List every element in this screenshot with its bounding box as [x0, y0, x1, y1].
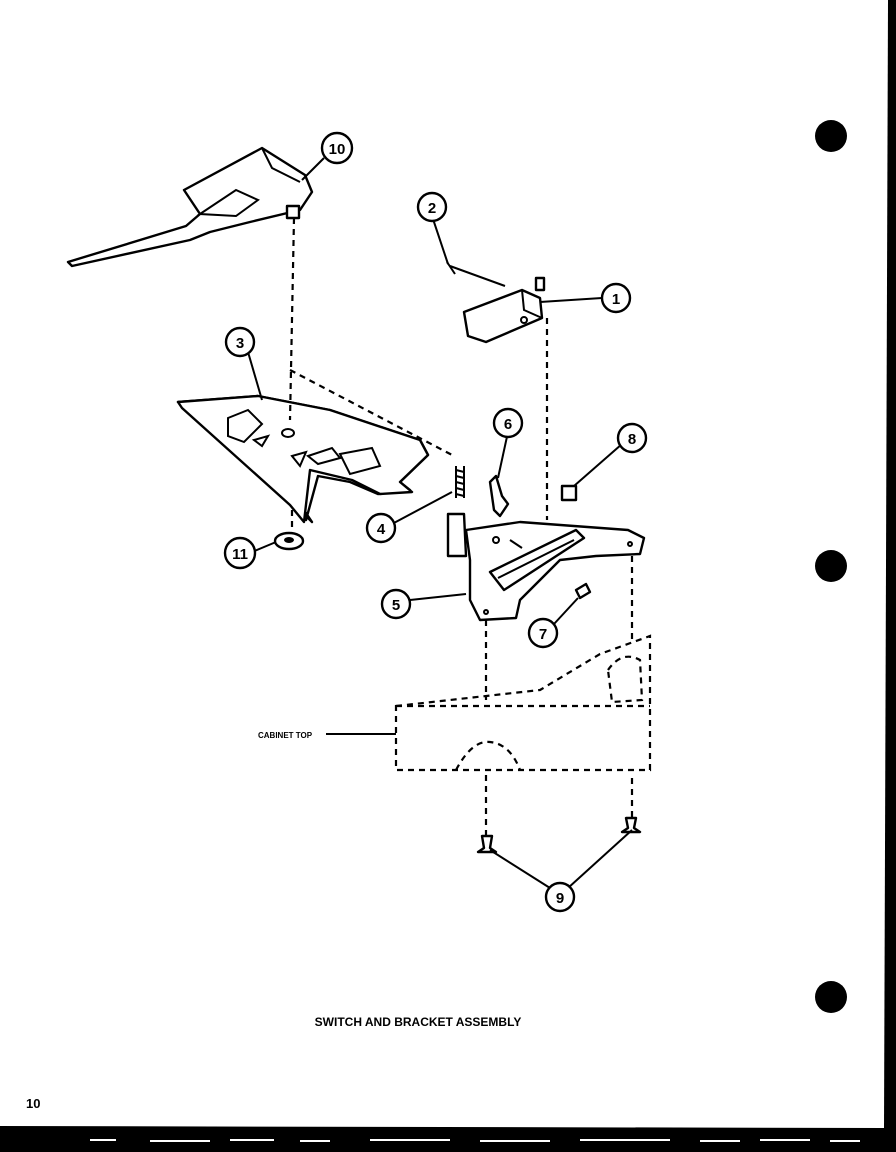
binder-hole-middle: [815, 550, 847, 582]
alignment-lines: [288, 217, 634, 836]
part-2-screw: [446, 261, 506, 287]
paper-background: [0, 0, 888, 1128]
svg-text:11: 11: [232, 546, 248, 563]
part-1-switch: [462, 276, 546, 344]
scan-edge-noise: [90, 1139, 860, 1142]
part-3-plate: [176, 394, 430, 524]
callout-2: 2: [416, 191, 448, 223]
page-number: 10: [26, 1096, 40, 1111]
svg-text:10: 10: [329, 141, 346, 158]
binder-hole-top: [815, 120, 847, 152]
part-4-spring: [455, 466, 465, 498]
diagram-title: SWITCH AND BRACKET ASSEMBLY: [315, 1015, 522, 1029]
callout-4: 4: [365, 512, 397, 544]
callout-1: 1: [600, 282, 632, 314]
svg-text:6: 6: [504, 416, 512, 433]
svg-text:4: 4: [377, 521, 386, 538]
binder-hole-bottom: [815, 981, 847, 1013]
part-10-actuator-arm: [66, 146, 314, 268]
callout-11: 11: [223, 536, 257, 570]
part-11-grommet: [273, 531, 305, 551]
cabinet-top-label: CABINET TOP: [258, 731, 313, 740]
part-5-bracket: [446, 512, 646, 622]
callout-3: 3: [224, 326, 256, 358]
svg-text:5: 5: [392, 597, 400, 614]
svg-text:9: 9: [556, 890, 564, 907]
callout-6: 6: [492, 407, 524, 439]
part-9-screws: [476, 816, 642, 854]
callout-10: 10: [320, 131, 354, 165]
svg-text:7: 7: [539, 626, 547, 643]
svg-text:1: 1: [612, 291, 620, 308]
svg-text:2: 2: [428, 200, 436, 217]
leader-lines: [247, 157, 633, 889]
cabinet-top-outline: [394, 634, 652, 772]
part-8-block: [560, 484, 578, 502]
callout-5: 5: [380, 588, 412, 620]
callout-7: 7: [527, 617, 559, 649]
callout-8: 8: [616, 422, 648, 454]
part-6-clip: [488, 474, 510, 518]
svg-text:8: 8: [628, 431, 636, 448]
svg-text:3: 3: [236, 335, 244, 352]
callout-9: 9: [544, 881, 576, 913]
